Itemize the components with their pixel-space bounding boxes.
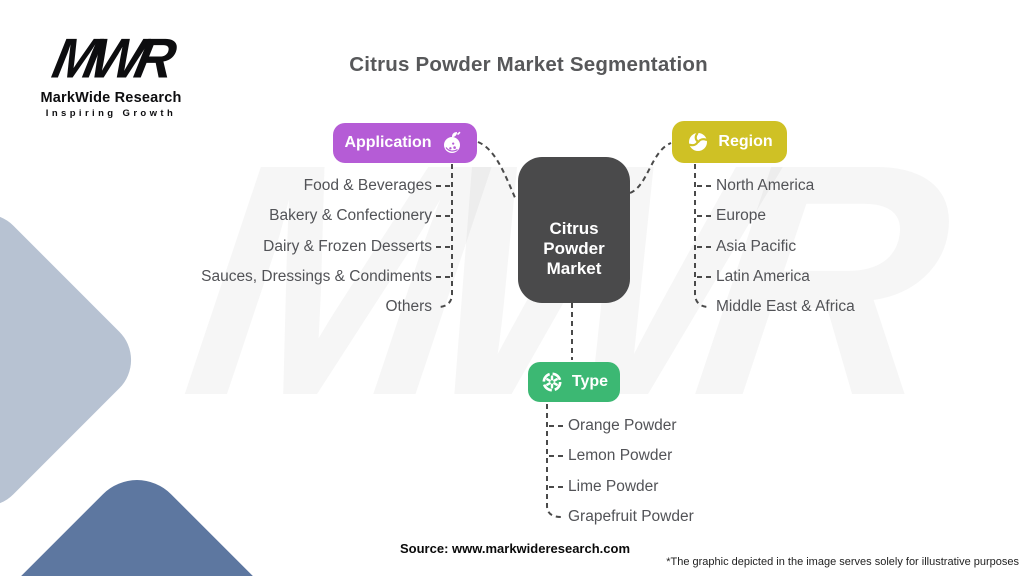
logo-tagline: Inspiring Growth: [45, 108, 177, 119]
region-branch-line: [694, 164, 710, 308]
type-item: Lemon Powder: [568, 447, 673, 464]
application-item: Others: [385, 298, 432, 315]
application-item: Bakery & Confectionery: [269, 207, 432, 224]
application-badge-label: Application: [344, 134, 432, 151]
center-node-line: Market: [546, 259, 602, 278]
application-item: Sauces, Dressings & Condiments: [201, 268, 432, 285]
center-node-line: Powder: [543, 239, 605, 258]
type-item: Lime Powder: [568, 478, 659, 495]
disclaimer-text: *The graphic depicted in the image serve…: [666, 556, 1019, 568]
citrus-slice-icon: [540, 370, 564, 394]
fruit-icon: [440, 130, 466, 156]
application-branch-line: [437, 164, 453, 308]
center-node: Citrus Powder Market: [518, 157, 630, 303]
source-text: Source: www.markwideresearch.com: [400, 541, 631, 556]
application-item: Dairy & Frozen Desserts: [263, 238, 432, 255]
logo-name: MarkWide Research: [40, 90, 182, 106]
globe-icon: [686, 130, 710, 154]
type-item: Grapefruit Powder: [568, 508, 694, 525]
region-item: Latin America: [716, 268, 810, 285]
application-item: Food & Beverages: [303, 177, 432, 194]
region-badge-label: Region: [718, 133, 773, 150]
type-item: Orange Powder: [568, 417, 677, 434]
markwide-logo: MWR MarkWide Research Inspiring Growth: [28, 28, 194, 119]
region-item: Asia Pacific: [716, 238, 797, 255]
page-title: Citrus Powder Market Segmentation: [349, 53, 708, 76]
region-item: Middle East & Africa: [716, 298, 855, 315]
type-branch-line: [546, 404, 562, 518]
region-item: North America: [716, 177, 815, 194]
type-badge-label: Type: [571, 373, 609, 390]
region-badge: Region: [672, 121, 787, 163]
connector-center-to-region: [629, 142, 672, 194]
center-node-line: Citrus: [549, 219, 599, 238]
region-item: Europe: [716, 207, 766, 224]
connector-application-to-center: [477, 141, 517, 201]
application-badge: Application: [333, 123, 477, 163]
type-badge: Type: [528, 362, 620, 402]
